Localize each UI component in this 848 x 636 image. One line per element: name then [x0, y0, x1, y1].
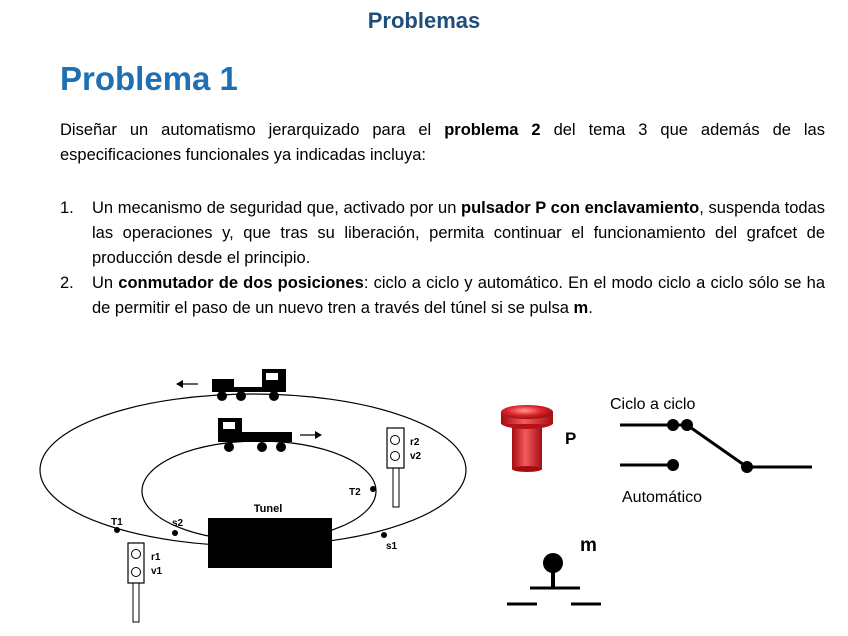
item-bold: m — [573, 299, 589, 317]
sensor-s2 — [172, 530, 178, 536]
item-bold: conmutador de dos posiciones — [118, 274, 364, 292]
list-item: 2. Un conmutador de dos posiciones: cicl… — [60, 271, 825, 321]
intro-text-1: Diseñar un automatismo jerarquizado para… — [60, 121, 445, 139]
m-button-label: m — [580, 535, 597, 556]
item-bold: pulsador P con enclavamiento — [461, 199, 700, 217]
intro-text-2: del tema 3 que además de las especificac… — [60, 121, 825, 164]
arrow-left-icon — [176, 380, 198, 388]
list-item: 1. Un mecanismo de seguridad que, activa… — [60, 196, 825, 271]
item-text: . — [588, 299, 593, 317]
label-s2: s2 — [172, 518, 184, 529]
selector-switch-icon[interactable] — [620, 419, 812, 473]
label-T2: T2 — [349, 487, 361, 498]
m-pushbutton-icon[interactable] — [507, 553, 601, 606]
traffic-light-1 — [127, 542, 145, 623]
list-number: 2. — [60, 274, 74, 292]
tunnel-label: Tunel — [254, 503, 283, 515]
switch-label-ciclo: Ciclo a ciclo — [610, 396, 695, 413]
label-v1: v1 — [151, 566, 163, 577]
label-r1: r1 — [151, 552, 161, 563]
traffic-light-2 — [386, 427, 405, 508]
item-text: : ciclo a ciclo y automático. En el modo… — [92, 274, 825, 317]
problem-intro: Diseñar un automatismo jerarquizado para… — [60, 118, 825, 168]
sensor-T2 — [370, 486, 376, 492]
requirements-list: 1. Un mecanismo de seguridad que, activa… — [60, 196, 825, 321]
page-header: Problemas — [367, 8, 481, 33]
label-T1: T1 — [111, 517, 123, 528]
label-r2: r2 — [410, 437, 420, 448]
pushbutton-label: P — [565, 429, 576, 448]
red-pushbutton-icon[interactable] — [501, 405, 553, 472]
railway-figure: Tunel T1 s2 T2 s1 r1 — [39, 369, 812, 623]
item-text: , suspenda todas las operaciones y, que … — [92, 199, 825, 267]
sensor-T1 — [114, 527, 120, 533]
label-v2: v2 — [410, 451, 422, 462]
train-middle — [218, 418, 292, 452]
item-text: Un — [92, 274, 119, 292]
switch-label-automatico: Automático — [622, 489, 702, 506]
tunnel — [208, 518, 332, 568]
intro-bold: problema 2 — [444, 121, 541, 139]
arrow-right-icon — [300, 431, 322, 439]
label-s1: s1 — [386, 541, 398, 552]
sensor-s1 — [381, 532, 387, 538]
item-text: Un mecanismo de seguridad que, activado … — [92, 199, 462, 217]
problem-title: Problema 1 — [60, 60, 238, 97]
list-number: 1. — [60, 199, 74, 217]
train-top — [212, 369, 286, 401]
